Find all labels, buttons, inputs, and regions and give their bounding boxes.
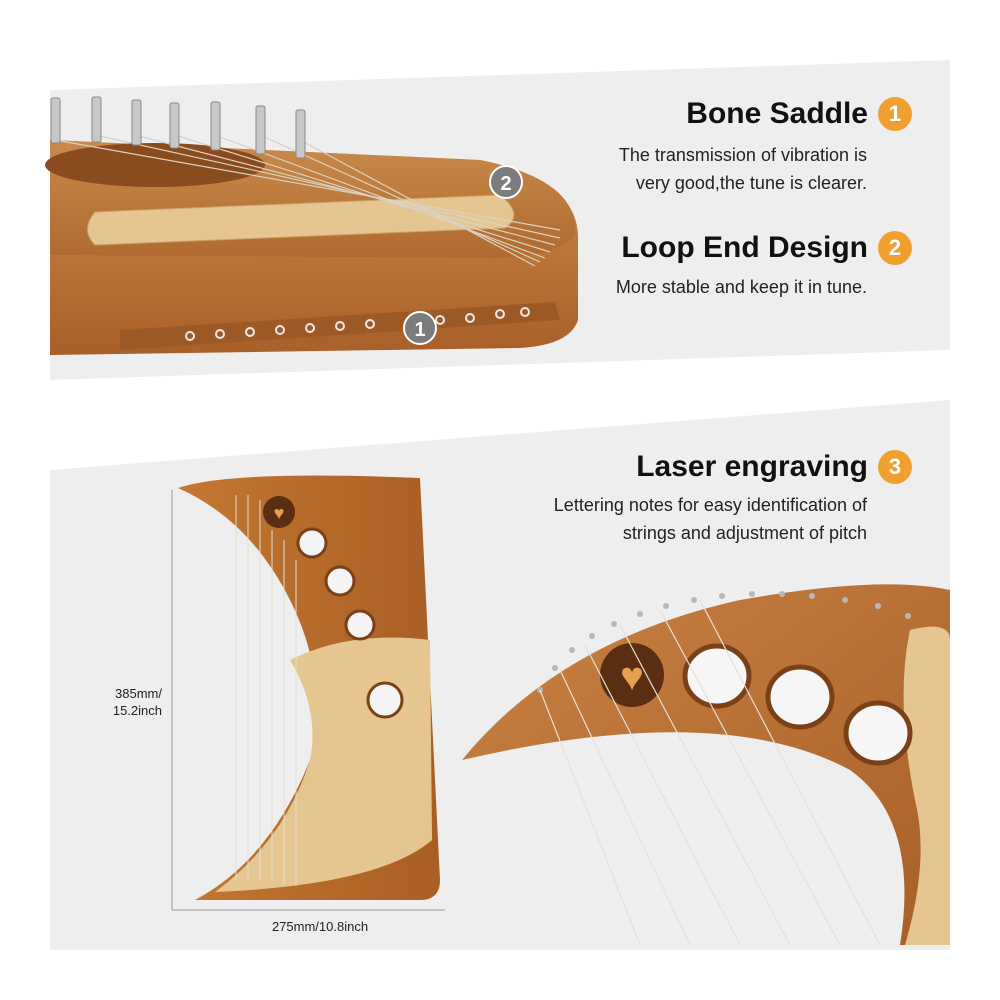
engraving-soundboard bbox=[903, 626, 950, 945]
sound-hole bbox=[45, 143, 265, 187]
width-dimension-label: 275mm/10.8inch bbox=[271, 919, 369, 934]
feature-1-line-2: very good,the tune is clearer. bbox=[635, 173, 867, 193]
callout-2: 2 bbox=[489, 165, 523, 199]
height-mm: 385mm/ bbox=[115, 686, 162, 701]
sound-holes bbox=[296, 527, 404, 719]
heart-emblem bbox=[263, 496, 295, 528]
feature-3-badge: 3 bbox=[878, 450, 912, 484]
engraving-strings bbox=[539, 599, 881, 946]
engraving-body bbox=[462, 584, 950, 945]
engraving-heart-emblem bbox=[600, 643, 664, 707]
strings-top bbox=[54, 134, 561, 267]
engraving-heart-icon: ♥ bbox=[620, 655, 644, 699]
loop-ends bbox=[185, 307, 530, 341]
heart-icon: ♥ bbox=[274, 503, 285, 523]
callout-1: 1 bbox=[403, 311, 437, 345]
engraving-tuning-pins bbox=[537, 591, 911, 693]
feature-2-description: More stable and keep it in tune. bbox=[616, 273, 867, 301]
engraving-sound-holes bbox=[682, 643, 913, 766]
loop-end-strip bbox=[120, 302, 560, 350]
feature-1-description: The transmission of vibration is very go… bbox=[619, 141, 867, 197]
feature-1-title: Bone Saddle bbox=[686, 97, 868, 130]
feature-3-line-1: Lettering notes for easy identification … bbox=[553, 495, 867, 515]
feature-1-heading: Bone Saddle 1 bbox=[686, 97, 912, 131]
feature-1-badge: 1 bbox=[878, 97, 912, 131]
feature-3-heading: Laser engraving 3 bbox=[636, 450, 912, 484]
feature-2-title: Loop End Design bbox=[621, 231, 868, 264]
feature-3-description: Lettering notes for easy identification … bbox=[554, 491, 867, 547]
feature-3-title: Laser engraving bbox=[636, 450, 868, 483]
feature-3-line-2: strings and adjustment of pitch bbox=[622, 523, 867, 543]
callout-2-label: 2 bbox=[500, 173, 511, 195]
height-dimension-label: 385mm/ 15.2inch bbox=[98, 685, 162, 719]
feature-2-badge: 2 bbox=[878, 231, 912, 265]
feature-2-heading: Loop End Design 2 bbox=[621, 231, 912, 265]
callout-1-label: 1 bbox=[414, 319, 425, 341]
strings-full bbox=[235, 495, 297, 886]
feature-1-line-1: The transmission of vibration is bbox=[618, 145, 867, 165]
height-inch: 15.2inch bbox=[112, 703, 162, 718]
feature-2-line-1: More stable and keep it in tune. bbox=[615, 277, 867, 297]
tuning-pins bbox=[50, 96, 306, 159]
